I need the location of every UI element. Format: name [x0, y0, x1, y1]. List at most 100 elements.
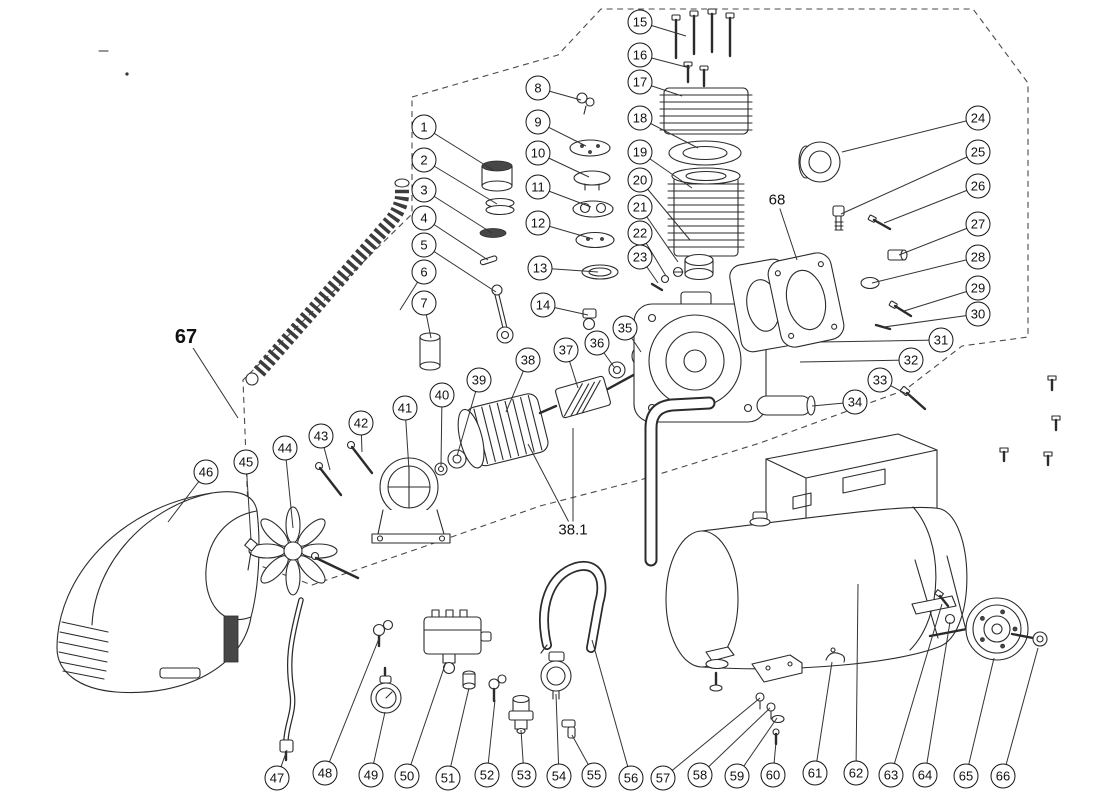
- stray-marks: [98, 50, 129, 76]
- callout-26: 26: [965, 173, 991, 199]
- callout-38: 38: [515, 347, 541, 373]
- callout-30: 30: [965, 301, 991, 327]
- callout-61: 61: [802, 760, 828, 786]
- callout-18: 18: [627, 105, 653, 131]
- callout-48: 48: [312, 760, 338, 786]
- callout-50: 50: [394, 763, 420, 789]
- relief-valve: [462, 670, 476, 690]
- head-bolts: [671, 8, 735, 88]
- callout-33: 33: [867, 367, 893, 393]
- fan-clip: [244, 537, 258, 571]
- callout-39: 39: [466, 367, 492, 393]
- callout-52: 52: [474, 762, 500, 788]
- callout-57: 57: [650, 765, 676, 791]
- motor-end-bracket: [371, 457, 451, 544]
- phantom-boundary-outline: [242, 8, 1029, 586]
- loose-bolts: [999, 375, 1061, 467]
- callout-63: 63: [878, 762, 904, 788]
- callout-67: 67: [171, 326, 201, 348]
- callout-40: 40: [429, 382, 455, 408]
- callout-44: 44: [272, 435, 298, 461]
- tank-feet: [705, 646, 846, 746]
- callout-15: 15: [627, 9, 653, 35]
- air-filter: [798, 141, 841, 183]
- right-fittings: [832, 205, 927, 411]
- callout-12: 12: [525, 210, 551, 236]
- callout-6: 6: [411, 259, 437, 285]
- callout-53: 53: [511, 762, 537, 788]
- axle-bolt: [1010, 631, 1048, 647]
- callout-17: 17: [627, 69, 653, 95]
- cross-fitting: [488, 674, 507, 703]
- callout-23: 23: [627, 244, 653, 270]
- wheel-bracket: [911, 555, 974, 639]
- callout-2: 2: [411, 147, 437, 173]
- callout-20: 20: [627, 167, 653, 193]
- motor-stator: [457, 393, 549, 469]
- callout-59: 59: [724, 763, 750, 789]
- motor-shroud: [56, 491, 260, 694]
- head-gasket: [668, 140, 742, 166]
- pressure-gauge: [370, 666, 402, 714]
- crankcase-cover: [767, 252, 845, 348]
- callout-66: 66: [990, 763, 1016, 789]
- callout-27: 27: [965, 211, 991, 237]
- callout-34: 34: [842, 389, 868, 415]
- drain-tube: [279, 597, 304, 762]
- callout-64: 64: [912, 762, 938, 788]
- callout-45: 45: [233, 449, 259, 475]
- cylinder: [667, 167, 745, 257]
- callout-58: 58: [687, 762, 713, 788]
- wheel: [965, 597, 1029, 661]
- callout-28: 28: [965, 244, 991, 270]
- callout-62: 62: [843, 760, 869, 786]
- callout-60: 60: [760, 762, 786, 788]
- callout-31: 31: [928, 327, 954, 353]
- callout-14: 14: [530, 292, 556, 318]
- callout-21: 21: [627, 194, 653, 220]
- outlet-pipe: [644, 396, 716, 567]
- callout-4: 4: [411, 205, 437, 231]
- callout-37: 37: [553, 337, 579, 363]
- callout-22: 22: [627, 220, 653, 246]
- coiled-hose: [245, 178, 410, 386]
- callout-11: 11: [525, 174, 551, 200]
- small-elbow: [561, 719, 576, 739]
- callout-54: 54: [546, 763, 572, 789]
- callout-29: 29: [965, 275, 991, 301]
- callout-35: 35: [612, 315, 638, 341]
- callout-24: 24: [965, 105, 991, 131]
- callout-68: 68: [765, 191, 789, 209]
- air-tank: [665, 506, 968, 670]
- motor-bolts: [310, 440, 374, 580]
- pipe-nipple: [756, 395, 816, 416]
- callout-51: 51: [435, 765, 461, 791]
- callout-10: 10: [525, 140, 551, 166]
- piston-assembly: [650, 253, 714, 292]
- handle-tube: [539, 560, 607, 654]
- pressure-switch: [423, 609, 492, 675]
- callout-3: 3: [411, 177, 437, 203]
- cylinder-head: [659, 87, 753, 135]
- piston-sleeve-parts: [419, 160, 515, 371]
- elbow-fitting: [372, 619, 394, 648]
- callout-5: 5: [411, 232, 437, 258]
- callout-16: 16: [627, 42, 653, 68]
- callout-1: 1: [411, 114, 437, 140]
- callout-19: 19: [627, 139, 653, 165]
- callout-43: 43: [308, 423, 334, 449]
- callout-32: 32: [898, 347, 924, 373]
- callout-8: 8: [525, 75, 551, 101]
- motor-rotor: [538, 364, 652, 419]
- callout-65: 65: [953, 763, 979, 789]
- callout-38.1: 38.1: [555, 521, 591, 539]
- callout-55: 55: [581, 762, 607, 788]
- callout-7: 7: [411, 290, 437, 316]
- callout-46: 46: [193, 459, 219, 485]
- callout-36: 36: [584, 330, 610, 356]
- washers: [434, 449, 467, 476]
- crankcase: [633, 291, 767, 423]
- callout-42: 42: [348, 410, 374, 436]
